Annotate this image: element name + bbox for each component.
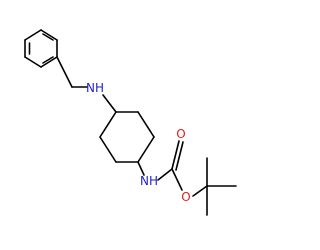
bond: [171, 168, 183, 191]
atom-label-carbamate-nh: NH: [140, 174, 158, 188]
benzene-ring: [24, 29, 58, 68]
ester-o-label: O: [181, 190, 190, 204]
benzyl-linker: [56, 56, 117, 113]
carbamate-nh-label: NH: [140, 174, 158, 188]
bond: [99, 136, 117, 163]
double-bond-inner: [175, 141, 184, 171]
cyclohexane-ring: [99, 111, 155, 163]
bond: [137, 136, 155, 163]
bond: [157, 168, 173, 181]
bond: [24, 29, 42, 41]
atom-label-carbonyl-o: O: [176, 127, 185, 141]
bond: [24, 56, 42, 68]
bond: [192, 185, 208, 197]
carbonyl-o-label: O: [176, 127, 185, 141]
bond: [137, 111, 155, 138]
boc-carbamate: [137, 140, 237, 216]
bond: [40, 56, 58, 68]
double-bond-inner: [42, 56, 54, 64]
bond: [102, 94, 117, 113]
atom-label-ester-o: O: [181, 190, 190, 204]
benzyl-nh-label: NH: [86, 81, 104, 95]
double-bond-inner: [42, 33, 54, 41]
bond: [99, 111, 117, 138]
double-bond: [171, 140, 180, 170]
bond: [56, 56, 73, 88]
atom-label-benzyl-nh: NH: [86, 81, 104, 95]
chemical-structure: NH NH O O: [24, 29, 237, 216]
bond: [137, 161, 145, 176]
bond: [40, 29, 58, 41]
